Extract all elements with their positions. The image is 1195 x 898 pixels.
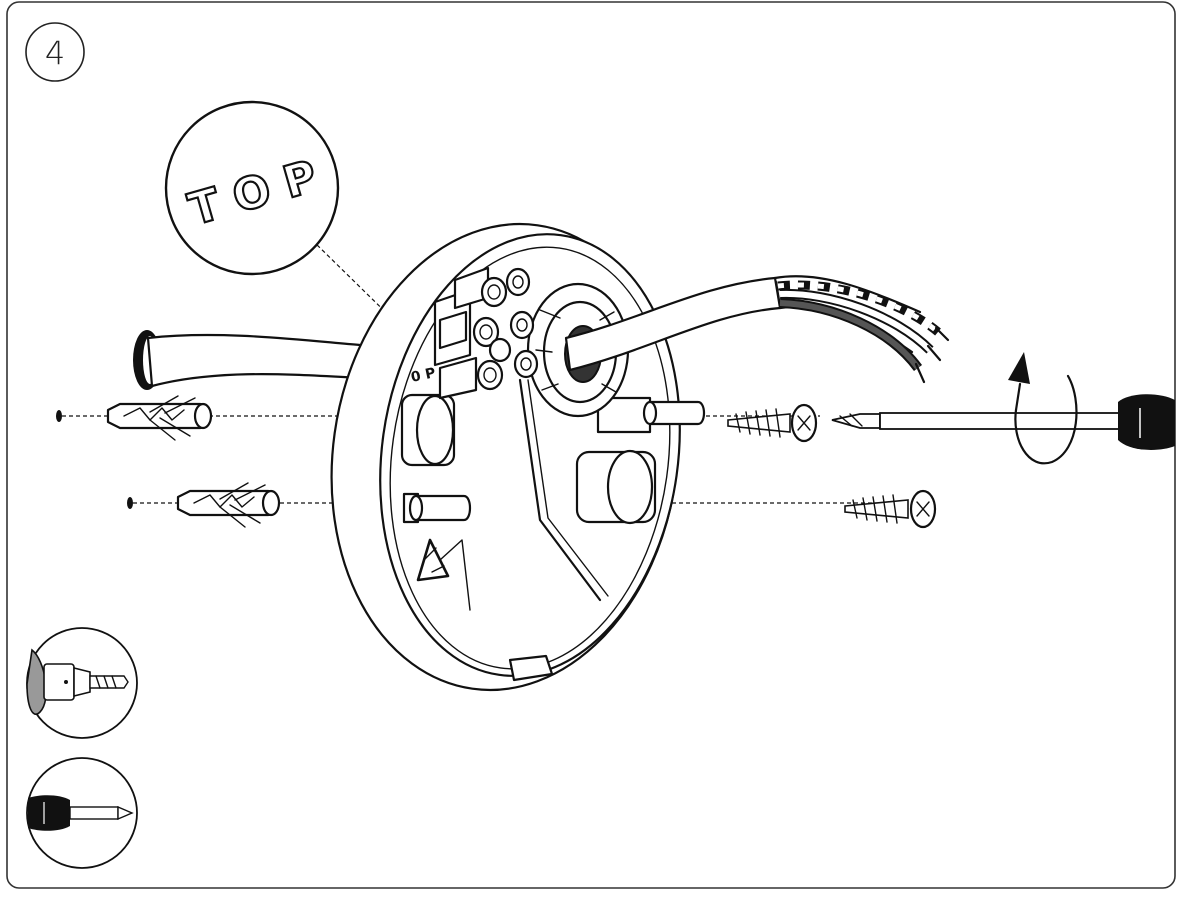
step-number: 4 (45, 34, 65, 72)
mounting-pin-right (596, 396, 706, 434)
base-rib (518, 378, 602, 602)
base-floor (389, 246, 671, 670)
terminal-screw (480, 276, 508, 308)
wire-dark (779, 298, 923, 372)
screw-upper (727, 403, 818, 443)
mounting-base: 0 P (330, 222, 706, 692)
terminal-screw (505, 267, 531, 297)
step-number-circle (25, 22, 85, 82)
wire-striped (777, 280, 941, 336)
terminal-block (433, 266, 539, 400)
screwdriver-icon (831, 394, 1175, 450)
drill-hole-upper (56, 410, 62, 422)
wire-tip (926, 344, 942, 362)
top-callout: T O P (164, 100, 415, 341)
terminal-screw (513, 349, 539, 379)
terminal-screw (488, 337, 512, 363)
callout-circle (164, 100, 340, 276)
mounting-pin-left (402, 492, 472, 524)
drill-hole-lower (127, 497, 133, 509)
base-top-marking: 0 P (410, 365, 438, 386)
base-side-rib (439, 539, 471, 611)
screwdriver-icon (28, 795, 134, 831)
terminal-screw (476, 359, 504, 391)
cable-wires (777, 280, 950, 384)
screw-slot-upper (400, 393, 456, 467)
rotation-arrow-icon (1008, 352, 1078, 465)
tool-badge-screwdriver (26, 757, 138, 869)
tool-badge-drill (26, 627, 138, 739)
drill-icon (26, 648, 129, 715)
terminal-screw (472, 316, 500, 348)
wall-plug-upper (106, 395, 213, 441)
base-bottom-tab (508, 654, 554, 682)
screw-lower (844, 489, 937, 529)
step-number-badge: 4 (25, 22, 85, 82)
wire-tip (914, 362, 926, 384)
terminal-screw (509, 310, 535, 340)
wall-cable (146, 333, 364, 388)
recycle-icon (416, 538, 450, 582)
screw-slot-lower (575, 449, 657, 525)
wire-tip (934, 326, 950, 342)
wall-plug-lower (176, 482, 281, 528)
